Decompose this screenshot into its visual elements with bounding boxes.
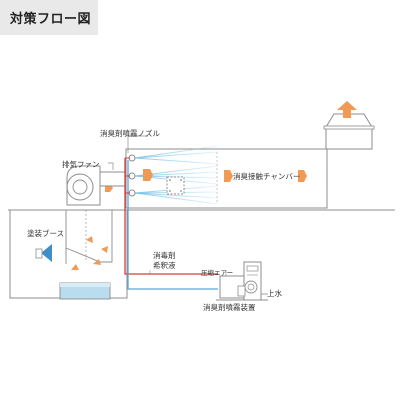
exhaust-chimney <box>323 113 375 150</box>
chamber-inner-box <box>166 176 185 195</box>
fan-label: 排気ファン <box>62 160 100 169</box>
nozzle-feed-branches <box>125 157 130 194</box>
dilution-label-line2: 希釈液 <box>153 261 176 270</box>
header-bar: 対策フロー図 <box>0 0 98 35</box>
spray-device <box>216 261 268 301</box>
nozzle-label: 消臭剤噴霧ノズル <box>100 129 160 138</box>
device-label: 消臭剤噴霧装置 <box>203 303 256 312</box>
dilution-label-line1: 消毒剤 <box>153 251 176 260</box>
nozzle-leader <box>127 135 148 153</box>
booth-label: 塗装ブース <box>27 229 65 238</box>
blue-pipe <box>127 160 218 290</box>
chamber-label: 消臭接触チャンバー <box>233 172 301 181</box>
exhaust-up-arrow-icon <box>337 101 357 118</box>
page-title: 対策フロー図 <box>10 12 92 27</box>
water-tank <box>59 282 111 300</box>
spray-gun-icon <box>35 244 52 262</box>
exhaust-fan <box>66 165 127 206</box>
compressed-air-label: 圧縮エアー <box>201 269 234 277</box>
booth-airflow-arrow-icons <box>71 236 108 270</box>
fan-leader <box>108 162 114 170</box>
red-pipe <box>124 158 218 275</box>
water-label: 上水 <box>267 289 282 298</box>
